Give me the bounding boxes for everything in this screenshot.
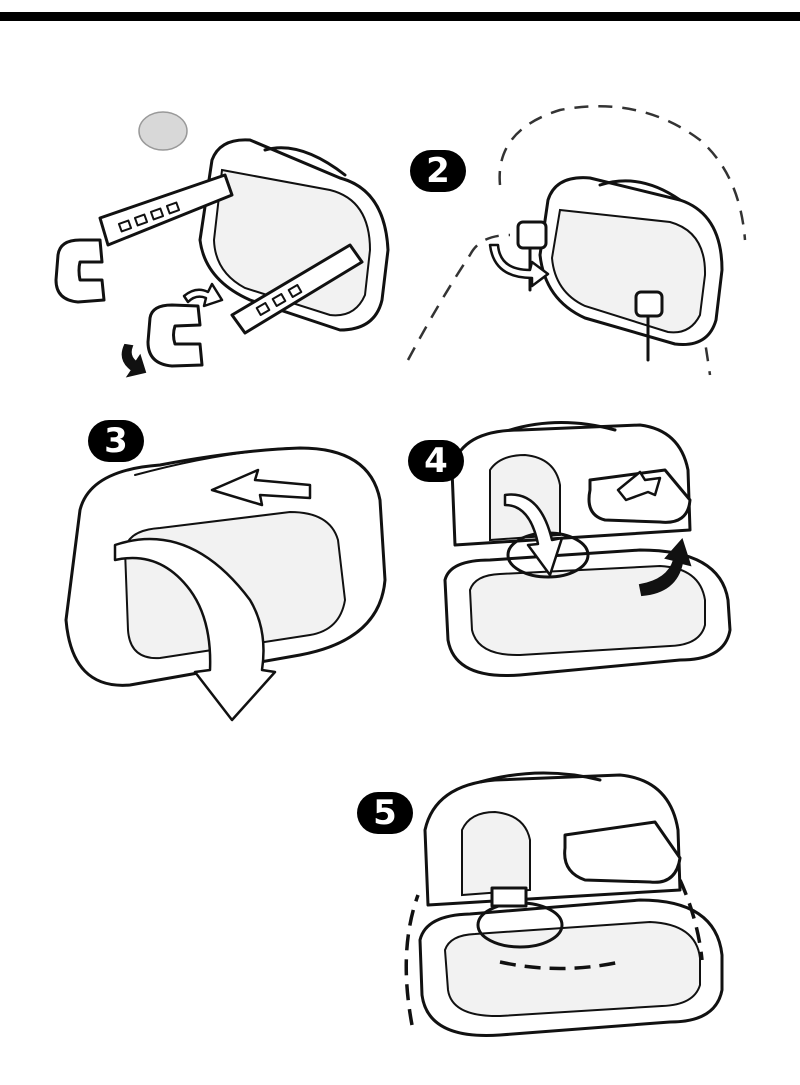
swing-path-dashed-left (406, 895, 418, 1025)
clamp-left (56, 240, 104, 302)
rotate-arrow-icon (184, 284, 222, 306)
step-1-illustration (56, 112, 388, 376)
curved-arrow-black-icon (123, 345, 145, 376)
step-5-illustration (406, 773, 722, 1036)
cup-holder-right-step5 (565, 822, 680, 882)
step-4-badge: 4 (408, 440, 464, 482)
clamp-mounted-left (518, 222, 546, 248)
clamp-mounted-right (636, 292, 662, 316)
cutout-arch-step5 (462, 812, 530, 895)
step-3-badge: 3 (88, 420, 144, 462)
cup-clip-step5 (492, 888, 526, 906)
step-2-badge: 2 (410, 150, 466, 192)
step-3-illustration (66, 448, 385, 720)
clamp-bottom (148, 305, 202, 366)
step-2-illustration (408, 106, 745, 375)
step-4-illustration (445, 423, 730, 676)
step-5-badge: 5 (357, 792, 413, 834)
small-disc-icon (139, 112, 187, 150)
